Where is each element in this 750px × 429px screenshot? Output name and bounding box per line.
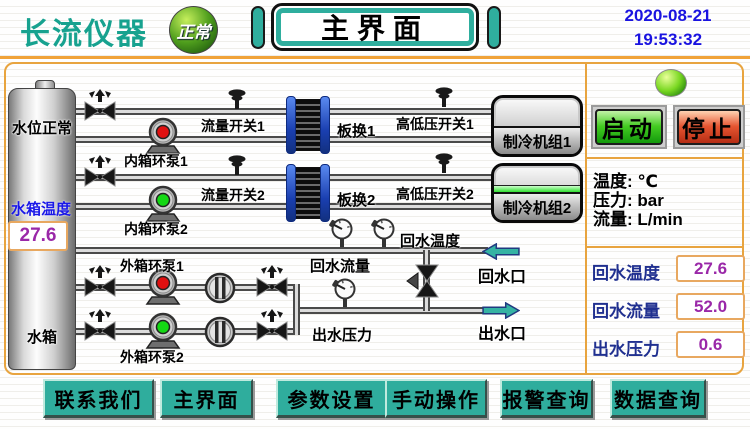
nav-data-button[interactable]: 数据查询 (610, 379, 706, 418)
flow-switch1-label: 流量开关1 (201, 118, 265, 134)
pipe (76, 108, 493, 115)
system-status-text: 正常 (176, 22, 211, 42)
reading-outlet-pressure-label: 出水压力 (592, 340, 660, 359)
outlet-pressure-label: 出水压力 (312, 327, 373, 344)
reading-return-temp-value: 27.6 (676, 255, 745, 282)
inner-pump2-label: 内箱环泵2 (124, 221, 188, 237)
stop-button-label: 停止 (677, 109, 741, 145)
panel-rule-2 (587, 246, 742, 248)
time-text: 19:53:32 (633, 30, 703, 49)
header-rule (0, 56, 750, 59)
chiller-unit2: 制冷机组2 (491, 163, 583, 223)
heat-exchanger2-icon (286, 164, 330, 222)
unit-flow: 流量: L/min (593, 210, 683, 229)
page-title: 主界面 (276, 8, 474, 46)
system-status-led: 正常 (169, 6, 218, 54)
return-temp-gauge-icon (371, 218, 397, 248)
pipe (76, 174, 493, 181)
reading-return-temp-label: 回水温度 (592, 264, 660, 283)
pipe (293, 284, 300, 335)
bypass-valve-icon (405, 263, 441, 299)
run-status-led (655, 69, 687, 97)
valve-icon (82, 155, 118, 189)
flow-switch2-label: 流量开关2 (201, 187, 265, 203)
title-pill-right (487, 6, 501, 49)
inner-pump2-icon (143, 185, 183, 223)
hp-switch1-icon (433, 87, 455, 107)
valve-icon (82, 265, 118, 299)
reading-outlet-pressure-value: 0.6 (676, 331, 745, 358)
nav-manual-button[interactable]: 手动操作 (385, 379, 487, 418)
stop-button[interactable]: 停止 (673, 105, 745, 149)
chiller-unit2-label: 制冷机组2 (494, 192, 580, 220)
outer-pump2-label: 外箱环泵2 (120, 349, 184, 365)
panel-rule-1 (587, 157, 742, 159)
nav-alarm-button[interactable]: 报警查询 (500, 379, 593, 418)
nav-main-button[interactable]: 主界面 (160, 379, 253, 418)
pipe (76, 136, 493, 143)
inline-strainer-icon (202, 270, 238, 306)
inner-pump1-label: 内箱环泵1 (124, 153, 188, 169)
heat-exchanger1-label: 板换1 (337, 123, 376, 140)
return-temp-label: 回水温度 (400, 233, 461, 250)
start-button-label: 启动 (595, 109, 663, 145)
inline-strainer-icon (202, 314, 238, 350)
outlet-pressure-gauge-icon (332, 278, 358, 308)
tank-name: 水箱 (26, 329, 57, 346)
datetime: 2020-08-21 19:53:32 (598, 4, 738, 52)
chiller-unit1-label: 制冷机组1 (494, 126, 580, 154)
reading-return-flow-label: 回水流量 (592, 302, 660, 321)
return-port-arrow-icon (482, 243, 520, 260)
main-frame (4, 62, 744, 375)
flow-switch1-icon (226, 89, 248, 109)
unit-temperature: 温度: ℃ (593, 172, 658, 191)
tank-temp-label: 水箱温度 (10, 201, 71, 218)
panel-divider (585, 64, 587, 373)
chiller-unit1: 制冷机组1 (491, 95, 583, 157)
return-flow-label: 回水流量 (310, 258, 371, 275)
title-pill-left (251, 6, 265, 49)
start-button[interactable]: 启动 (591, 105, 667, 149)
brand-logo: 长流仪器 (20, 18, 148, 51)
inner-pump1-icon (143, 117, 183, 155)
hp-switch1-label: 高低压开关1 (396, 116, 474, 132)
outlet-port-label: 出水口 (478, 326, 527, 343)
unit-pressure: 压力: bar (593, 191, 664, 210)
outer-pump1-label: 外箱环泵1 (120, 258, 184, 274)
heat-exchanger1-icon (286, 96, 330, 154)
pipe-return (76, 247, 488, 254)
page-title-box: 主界面 (271, 3, 479, 51)
heat-exchanger2-label: 板换2 (337, 192, 376, 209)
tank-temp-value: 27.6 (8, 221, 68, 251)
hp-switch2-label: 高低压开关2 (396, 186, 474, 202)
pipe-outlet (293, 307, 488, 314)
valve-icon (254, 309, 290, 343)
reading-return-flow-value: 52.0 (676, 293, 745, 320)
valve-icon (254, 265, 290, 299)
valve-icon (82, 309, 118, 343)
date-text: 2020-08-21 (624, 6, 712, 25)
pipe (76, 284, 298, 291)
tank-level-status: 水位正常 (11, 120, 72, 137)
nav-params-button[interactable]: 参数设置 (276, 379, 387, 418)
outer-pump2-icon (143, 312, 183, 350)
pipe (76, 328, 298, 335)
nav-contact-button[interactable]: 联系我们 (43, 379, 154, 418)
return-flow-gauge-icon (329, 218, 355, 248)
pipe (76, 203, 493, 210)
outlet-port-arrow-icon (482, 302, 520, 319)
return-port-label: 回水口 (478, 269, 527, 286)
flow-switch2-icon (226, 155, 248, 175)
hp-switch2-icon (433, 153, 455, 173)
valve-icon (82, 89, 118, 123)
